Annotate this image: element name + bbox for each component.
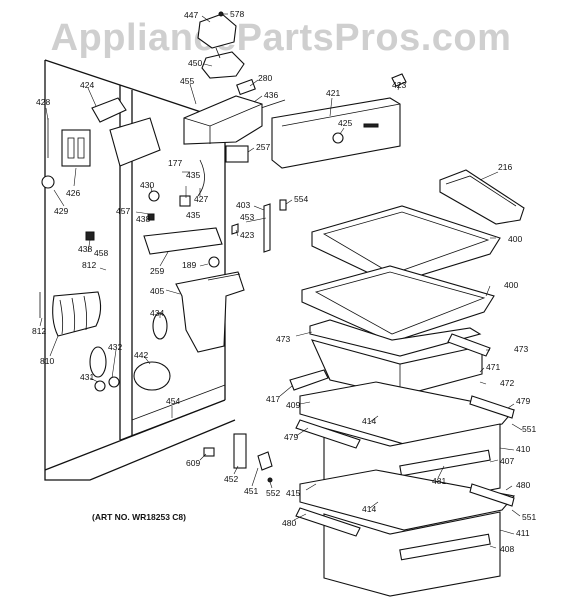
crisper-drawer-lower bbox=[295, 469, 516, 597]
callout-421: 421 bbox=[326, 88, 340, 98]
callout-429: 429 bbox=[54, 206, 68, 216]
callout-430: 430 bbox=[140, 180, 154, 190]
callout-480-right: 480 bbox=[516, 480, 530, 490]
defrost-heater bbox=[39, 291, 102, 337]
callout-458: 458 bbox=[94, 248, 108, 258]
top-hinge-assembly bbox=[197, 11, 245, 79]
callout-411: 411 bbox=[516, 528, 530, 538]
callout-428: 428 bbox=[36, 97, 50, 107]
callout-410: 410 bbox=[516, 444, 530, 454]
callout-436: 436 bbox=[264, 90, 278, 100]
glass-shelf-lower bbox=[301, 265, 495, 343]
callout-479-left: 479 bbox=[284, 432, 298, 442]
dairy-bin bbox=[439, 169, 525, 225]
evaporator-fan bbox=[89, 312, 171, 392]
callout-409: 409 bbox=[286, 400, 300, 410]
callout-400-lower: 400 bbox=[504, 280, 518, 290]
callout-280: 280 bbox=[258, 73, 272, 83]
callout-403: 403 bbox=[236, 200, 250, 210]
callout-552: 552 bbox=[266, 488, 280, 498]
callout-414-lower: 414 bbox=[362, 504, 376, 514]
callout-431: 431 bbox=[80, 372, 94, 382]
callout-442: 442 bbox=[134, 350, 148, 360]
callout-423-mid: 423 bbox=[240, 230, 254, 240]
callout-216: 216 bbox=[498, 162, 512, 172]
callout-407: 407 bbox=[500, 456, 514, 466]
callout-423-top: 423 bbox=[392, 80, 406, 90]
callout-810: 810 bbox=[40, 356, 54, 366]
callout-551-lower: 551 bbox=[522, 512, 536, 522]
callout-481: 481 bbox=[432, 476, 446, 486]
callout-177: 177 bbox=[168, 158, 182, 168]
callout-432: 432 bbox=[108, 342, 122, 352]
watermark: AppliancePartsPros.com bbox=[51, 17, 512, 59]
callout-438-lower: 438 bbox=[78, 244, 92, 254]
callout-400-upper: 400 bbox=[508, 234, 522, 244]
callout-450: 450 bbox=[188, 58, 202, 68]
glass-shelf-upper bbox=[311, 205, 501, 285]
callout-labels: 447 578 450 455 280 436 421 423 428 424 … bbox=[32, 9, 536, 554]
callout-473-left: 473 bbox=[276, 334, 290, 344]
callout-435-lower: 435 bbox=[186, 210, 200, 220]
callout-189: 189 bbox=[182, 260, 196, 270]
control-panel bbox=[271, 73, 407, 169]
callout-457: 457 bbox=[116, 206, 130, 216]
light-assembly bbox=[41, 97, 161, 189]
callout-609: 609 bbox=[186, 458, 200, 468]
bottom-hardware bbox=[203, 433, 273, 483]
callout-480-left: 480 bbox=[282, 518, 296, 528]
callout-455: 455 bbox=[180, 76, 194, 86]
callout-479-right: 479 bbox=[516, 396, 530, 406]
callout-259: 259 bbox=[150, 266, 164, 276]
control-housing bbox=[183, 78, 263, 145]
callout-554: 554 bbox=[294, 194, 308, 204]
callout-447: 447 bbox=[184, 10, 198, 20]
callout-408: 408 bbox=[500, 544, 514, 554]
callout-473-right: 473 bbox=[514, 344, 528, 354]
thermostat-wiring bbox=[85, 145, 249, 241]
leader-lines bbox=[39, 13, 523, 549]
callout-453: 453 bbox=[240, 212, 254, 222]
callout-414-upper: 414 bbox=[362, 416, 376, 426]
air-duct bbox=[143, 227, 245, 353]
callout-812-upper: 812 bbox=[82, 260, 96, 270]
callout-257: 257 bbox=[256, 142, 270, 152]
callout-438-upper: 438 bbox=[136, 214, 150, 224]
callout-427: 427 bbox=[194, 194, 208, 204]
shelf-rail bbox=[231, 199, 287, 253]
callout-424: 424 bbox=[80, 80, 94, 90]
callout-405: 405 bbox=[150, 286, 164, 296]
art-number: (ART NO. WR18253 C8) bbox=[92, 512, 186, 522]
callout-434: 434 bbox=[150, 308, 164, 318]
callout-426: 426 bbox=[66, 188, 80, 198]
crisper-cover bbox=[289, 319, 491, 397]
callout-451: 451 bbox=[244, 486, 258, 496]
callout-417: 417 bbox=[266, 394, 280, 404]
callout-471: 471 bbox=[486, 362, 500, 372]
callout-435-upper: 435 bbox=[186, 170, 200, 180]
callout-415: 415 bbox=[286, 488, 300, 498]
callout-452: 452 bbox=[224, 474, 238, 484]
callout-812-lower: 812 bbox=[32, 326, 46, 336]
callout-454: 454 bbox=[166, 396, 180, 406]
callout-578: 578 bbox=[230, 9, 244, 19]
callout-551-upper: 551 bbox=[522, 424, 536, 434]
callout-425: 425 bbox=[338, 118, 352, 128]
callout-472: 472 bbox=[500, 378, 514, 388]
